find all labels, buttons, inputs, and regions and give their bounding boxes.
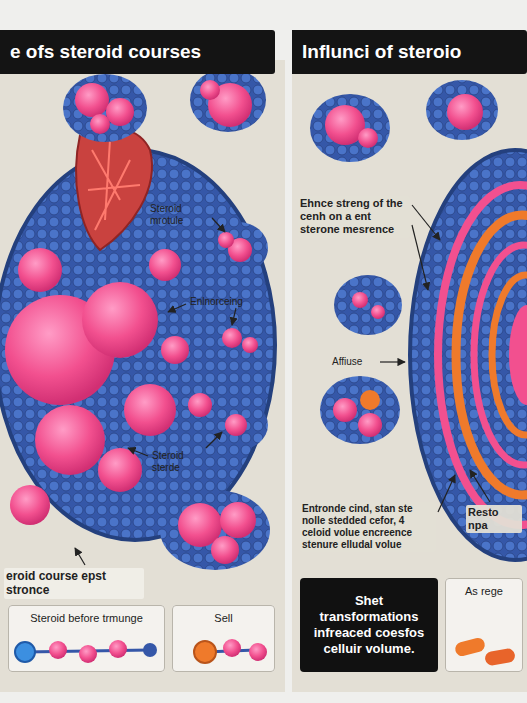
cell [410,150,527,560]
box-text: As rege [446,579,522,598]
box-ground [172,605,275,672]
steroid-cluster [63,68,270,570]
callout-label: Steroid mrotule [150,203,212,227]
molecule-chain [15,636,516,666]
process-box: As rege [445,578,523,672]
box-text: Steroid before trmunge [9,606,164,625]
box-text: Shet transformations infreaced coesfos c… [300,589,438,662]
callout-label: Resto npa [466,505,522,533]
leader-line [75,205,490,565]
callout-label: Affiuse [332,356,378,368]
box-ground [445,578,523,672]
summary-box: Shet transformations infreaced coesfos c… [300,578,438,672]
callout-label: Ehnce streng of the cenh on a ent steron… [298,196,410,238]
callout-label: Enlnorceing [190,296,270,308]
process-box: Steroid before trmunge [8,605,165,672]
callout-label: eroid course epst stronce [4,568,144,599]
callout-label: Entronde cind, stan ste nolle stedded ce… [300,502,436,552]
box-text: Sell [173,606,274,625]
process-box: Sell [172,605,275,672]
panel-heading: Influnci of steroio [292,30,527,74]
steroid-panel: Influnci of steroioShet transformations … [292,30,527,692]
cell [0,127,275,540]
callout-label: Steroid sterde [152,450,212,474]
panel-heading: e ofs steroid courses [0,30,275,74]
box-ground [8,605,165,672]
steroid-cluster [310,80,498,444]
